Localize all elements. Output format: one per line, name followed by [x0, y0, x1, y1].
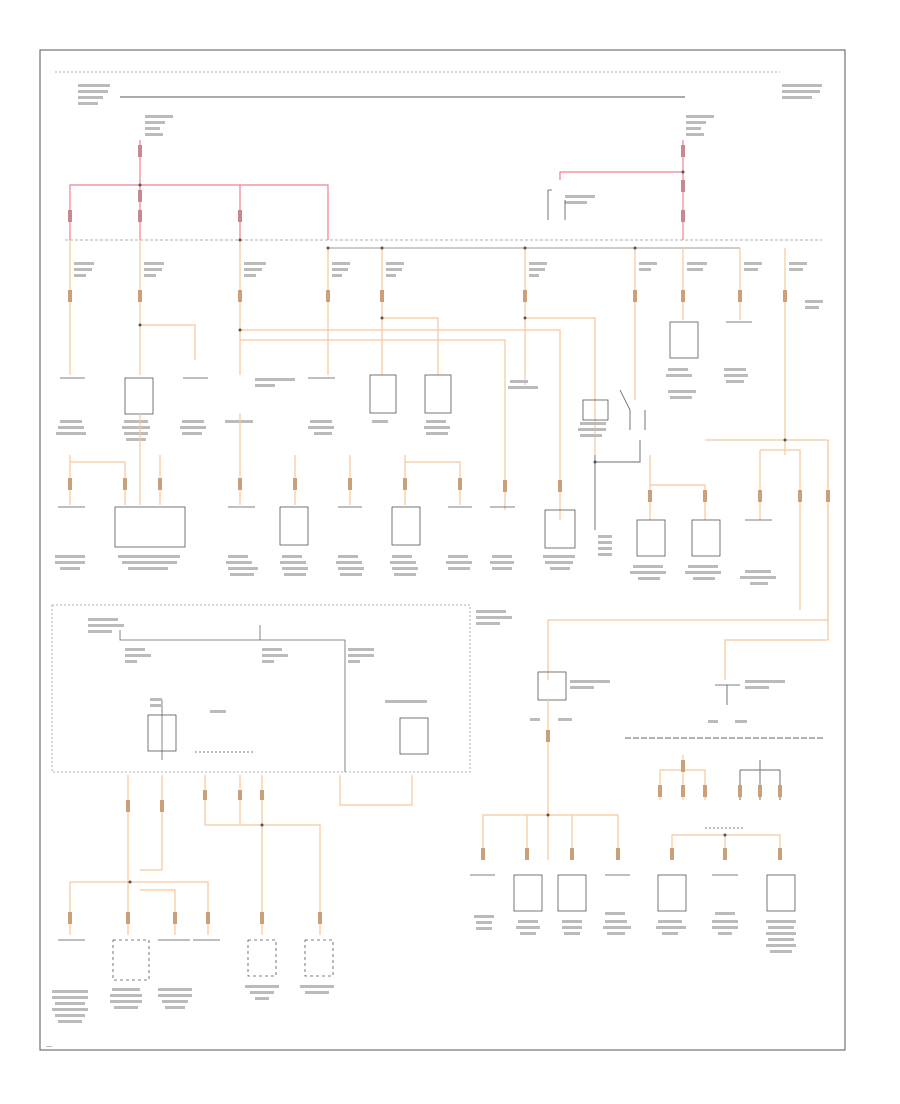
module-label-blocks [88, 610, 512, 713]
lower-right-wires [482, 700, 781, 860]
relay-switch [547, 189, 566, 220]
diagram-frame [39, 49, 846, 1051]
splice-points [128, 170, 787, 884]
lower-left-components [58, 939, 334, 981]
lower-left-fuse-symbols [68, 790, 322, 924]
harness-wires [240, 329, 596, 520]
lower-right-label-blocks [474, 912, 796, 953]
lower-right-connector [537, 671, 567, 701]
module-internal-lines [119, 625, 346, 772]
fuse-block-module [51, 604, 471, 773]
lower-right-fuse-symbols [481, 730, 782, 860]
battery-feed-wires [69, 140, 684, 240]
row2-components [58, 506, 772, 557]
lower-right-switch [715, 684, 740, 705]
header-text-blocks [78, 84, 822, 204]
page-number-label: — [46, 1043, 52, 1050]
row2-label-blocks [55, 535, 776, 585]
module-relay-right [399, 717, 429, 755]
lower-left-label-blocks [52, 985, 334, 1023]
row2-wires [69, 413, 829, 680]
fuse-symbols [68, 290, 787, 302]
module-relay-left [147, 714, 177, 752]
fuse-label-blocks [74, 262, 823, 309]
row1-components [60, 321, 752, 430]
lower-right-label-blocks-top [530, 680, 785, 723]
lower-right-components [470, 827, 796, 912]
fusible-links [68, 145, 685, 222]
row2-fuse-symbols [68, 478, 830, 502]
row1-label-blocks [56, 368, 748, 441]
fuse-drops [69, 240, 786, 440]
